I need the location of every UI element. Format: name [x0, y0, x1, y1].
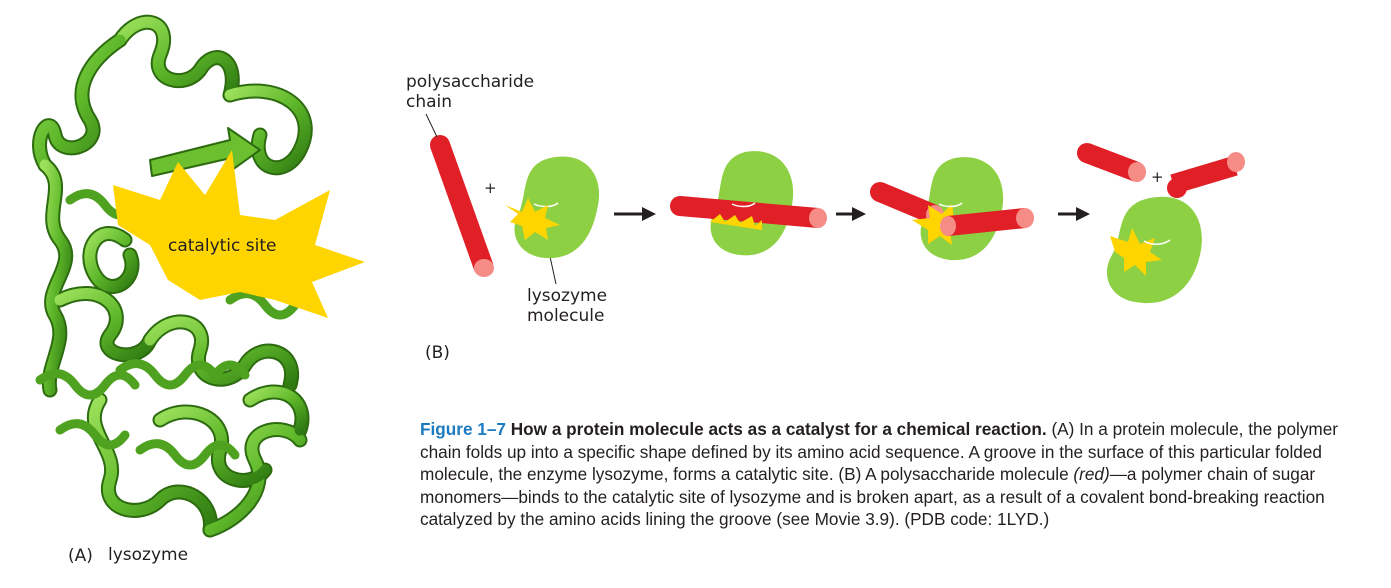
polysaccharide-chain-free: [430, 135, 494, 277]
catalytic-site-star: [113, 150, 365, 318]
plus-sign-1: +: [484, 179, 497, 197]
lysozyme-molecule-1: [505, 156, 600, 259]
panel-a-name: lysozyme: [108, 545, 189, 565]
figure-caption: Figure 1–7 How a protein molecule acts a…: [420, 418, 1360, 531]
lysozyme-cleaving-complex: [870, 157, 1034, 261]
caption-part-b-post: —a polymer chain of sugar monomers—binds…: [420, 464, 1325, 530]
figure-number: Figure 1–7: [420, 419, 506, 439]
panel-a-label: (A): [68, 546, 93, 566]
enzyme-label-line2: molecule: [527, 306, 605, 326]
chain-label-line1: polysaccharide: [406, 72, 535, 92]
enzyme-label: lysozyme molecule: [527, 286, 607, 326]
chain-leader-line: [425, 113, 438, 138]
catalytic-site-label: catalytic site: [168, 236, 277, 256]
chain-fragment-right: [1167, 152, 1245, 198]
caption-part-a: (A) In a protein molecule, the polymer c…: [420, 419, 1339, 485]
chain-label: polysaccharide chain: [406, 72, 534, 112]
reaction-arrow-3: [1058, 207, 1090, 221]
reaction-arrow-2: [836, 207, 866, 221]
enzyme-label-line1: lysozyme: [527, 286, 608, 306]
panel-b-label: (B): [425, 343, 450, 363]
plus-sign-2: +: [1151, 168, 1164, 186]
chain-label-line2: chain: [406, 92, 453, 112]
figure-title: How a protein molecule acts as a catalys…: [510, 419, 1047, 439]
reaction-arrow-1: [614, 207, 656, 221]
caption-red-note: (red): [1073, 464, 1110, 485]
chain-fragment-left: [1077, 143, 1146, 182]
caption-part-b-pre: (B) A polysaccharide molecule: [838, 464, 1074, 485]
lysozyme-molecule-released: [1106, 196, 1202, 304]
lysozyme-bound-complex: [670, 151, 827, 256]
